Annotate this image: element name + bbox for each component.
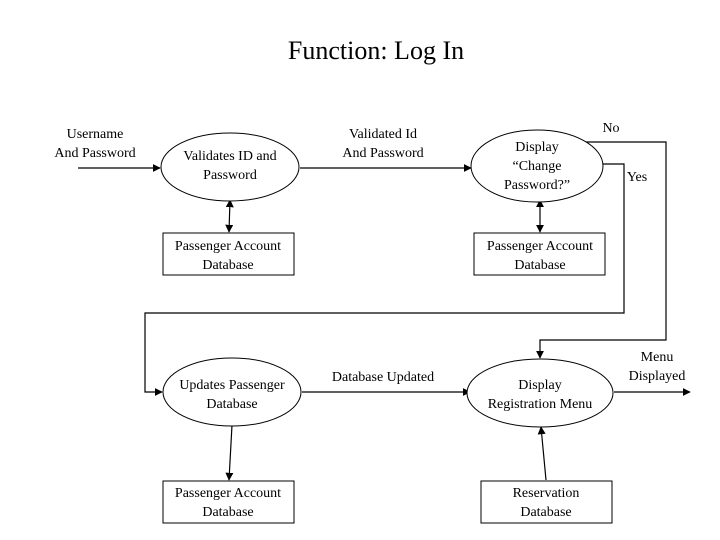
process-update-db: Updates Passenger Database [162, 357, 302, 427]
process-validate-line-2: Password [203, 168, 257, 183]
process-registration-menu-line-1: Display [518, 378, 562, 393]
process-change-password: Display “Change Password?” [470, 129, 604, 203]
flow-arrow-reservation [537, 426, 547, 481]
store-passenger-db-3: Passenger Account Database [162, 480, 295, 524]
flow-label-no: No [602, 121, 619, 136]
process-change-password-line-2: “Change [513, 159, 562, 174]
flow-label-input-line-1: Username [67, 127, 124, 142]
process-change-password-line-3: Password?” [504, 178, 570, 193]
store-passenger-db-2: Passenger Account Database [473, 232, 606, 276]
store-passenger-db-3-line-1: Passenger Account [175, 486, 281, 501]
flow-label-validated-line-1: Validated Id [349, 127, 417, 142]
store-passenger-db-1: Passenger Account Database [162, 232, 295, 276]
process-validate-line-1: Validates ID and [183, 149, 276, 164]
flow-lines [78, 141, 691, 481]
flow-arrow-db-3 [225, 424, 234, 481]
process-update-db-line-2: Database [206, 397, 257, 412]
store-reservation-db-line-1: Reservation [513, 486, 580, 501]
process-registration-menu-line-2: Registration Menu [488, 397, 593, 412]
flow-label-input-line-2: And Password [54, 146, 135, 161]
flow-label-db-updated: Database Updated [332, 370, 434, 385]
flow-label-validated-line-2: And Password [342, 146, 423, 161]
flow-label-menu-displayed-line-2: Displayed [629, 369, 686, 384]
store-passenger-db-3-line-2: Database [202, 505, 253, 520]
store-passenger-db-2-line-1: Passenger Account [487, 239, 593, 254]
store-passenger-db-1-line-1: Passenger Account [175, 239, 281, 254]
store-passenger-db-1-line-2: Database [202, 258, 253, 273]
process-validate: Validates ID and Password [160, 132, 300, 202]
process-update-db-line-1: Updates Passenger [179, 378, 285, 393]
flow-arrow-no [536, 141, 667, 359]
store-passenger-db-2-line-2: Database [514, 258, 565, 273]
store-reservation-db-line-2: Database [520, 505, 571, 520]
store-reservation-db: Reservation Database [480, 480, 613, 524]
process-registration-menu: Display Registration Menu [466, 358, 614, 428]
flow-arrow-yes [144, 163, 625, 396]
flow-arrow-db-1 [225, 199, 234, 233]
process-change-password-line-1: Display [515, 140, 559, 155]
diagram-title: Function: Log In [288, 36, 464, 65]
flow-label-menu-displayed-line-1: Menu [641, 350, 674, 365]
flow-label-yes: Yes [627, 170, 647, 185]
